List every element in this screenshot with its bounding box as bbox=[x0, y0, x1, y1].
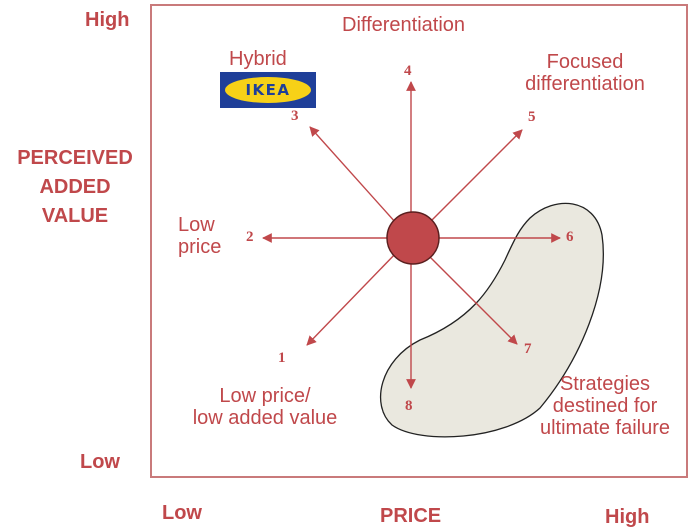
center-circle bbox=[386, 211, 440, 265]
y-axis-high-label: High bbox=[85, 9, 130, 31]
y-axis-title-line: ADDED bbox=[39, 176, 111, 198]
failure-line: ultimate failure bbox=[539, 417, 671, 439]
focused-line: differentiation bbox=[525, 73, 645, 95]
hybrid-label: Hybrid bbox=[229, 48, 287, 70]
y-axis-low-label: Low bbox=[80, 451, 120, 473]
number-7: 7 bbox=[524, 341, 532, 357]
x-axis-high-label: High bbox=[605, 506, 650, 528]
number-1: 1 bbox=[278, 350, 286, 366]
ikea-logo-oval: IKEA bbox=[225, 77, 311, 103]
y-axis-title-line: VALUE bbox=[41, 205, 109, 227]
arrow-to-5 bbox=[429, 129, 523, 223]
differentiation-label: Differentiation bbox=[342, 14, 466, 36]
arrow-to-1 bbox=[306, 250, 399, 346]
focused-differentiation-label: Focused differentiation bbox=[500, 51, 670, 95]
low-price-low-value-label: Low price/ low added value bbox=[170, 385, 360, 429]
ikea-logo: IKEA bbox=[220, 72, 316, 108]
failure-strategies-label: Strategies destined for ultimate failure bbox=[516, 373, 694, 439]
number-3: 3 bbox=[291, 108, 299, 124]
number-2: 2 bbox=[246, 229, 254, 245]
x-axis-low-label: Low bbox=[162, 502, 202, 524]
number-4: 4 bbox=[404, 63, 412, 79]
low-value-line: low added value bbox=[192, 407, 338, 429]
number-8: 8 bbox=[405, 398, 413, 414]
number-5: 5 bbox=[528, 109, 536, 125]
failure-line: Strategies bbox=[559, 373, 651, 395]
failure-line: destined for bbox=[552, 395, 658, 417]
ikea-logo-text: IKEA bbox=[245, 81, 291, 99]
matrix-frame bbox=[150, 4, 688, 478]
low-price-label: Low price bbox=[178, 214, 221, 258]
y-axis-title: PERCEIVED ADDED VALUE bbox=[0, 144, 150, 231]
failure-zone-blob bbox=[379, 202, 604, 438]
low-price-line: Low bbox=[178, 214, 215, 236]
arrow-to-7 bbox=[428, 255, 518, 345]
low-price-line: price bbox=[178, 236, 222, 258]
low-value-line: Low price/ bbox=[219, 385, 311, 407]
number-6: 6 bbox=[566, 229, 574, 245]
x-axis-title: PRICE bbox=[380, 505, 442, 527]
arrow-to-3 bbox=[309, 126, 397, 224]
y-axis-title-line: PERCEIVED bbox=[17, 147, 133, 169]
focused-line: Focused bbox=[546, 51, 624, 73]
